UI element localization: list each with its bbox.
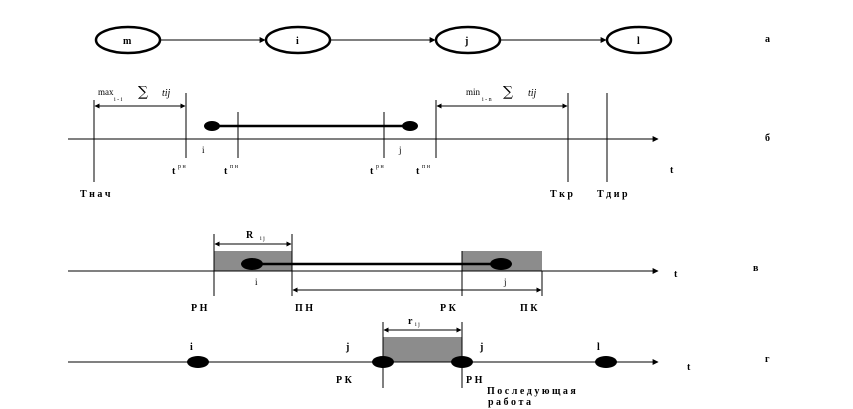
pk-label-v: П К: [520, 303, 538, 314]
event-j-b: [402, 121, 418, 131]
event-i-g-label: i: [190, 342, 193, 353]
r-sub: i j: [415, 322, 420, 328]
r-label: r: [408, 316, 413, 327]
t-rn-i-sup: р н: [178, 164, 187, 170]
min-label: min: [466, 87, 481, 97]
pn-label-v: П Н: [295, 303, 313, 314]
min-sub: i - n: [482, 97, 492, 103]
panel-v-label: в: [753, 263, 759, 274]
axis-t-v: t: [674, 269, 678, 280]
node-l-label: l: [637, 36, 640, 47]
axis-t-g: t: [687, 362, 691, 373]
panel-v: R i j i j Р Н П Н Р К П К t в: [68, 230, 759, 314]
rn-label-g: Р Н: [466, 375, 483, 386]
tij-right: tij: [528, 88, 537, 99]
event-l-g-label: l: [597, 342, 600, 353]
R-label: R: [246, 230, 254, 241]
t-dir-label: Т д и р: [597, 189, 628, 200]
rk-label-v: Р К: [440, 303, 457, 314]
node-m-label: m: [123, 36, 132, 47]
rn-label-v: Р Н: [191, 303, 208, 314]
event-j-b-label: j: [398, 145, 402, 155]
sum-symbol-right: ∑: [503, 84, 513, 100]
node-i-label: i: [296, 36, 299, 47]
sum-symbol-left: ∑: [138, 84, 148, 100]
event-i-b-label: i: [202, 145, 205, 155]
node-j-label: j: [464, 36, 468, 47]
event-j-v: [490, 258, 512, 270]
panel-g: r i j i j j l Р К Р Н П о с л е д у ю щ …: [68, 316, 770, 408]
tij-left: tij: [162, 88, 171, 99]
max-sub: i - i: [114, 97, 123, 103]
t-pn-j-sup: п н: [422, 164, 431, 170]
rk-label-g: Р К: [336, 375, 353, 386]
panel-b: max i - i ∑ tij min i - n ∑ tij i j t р …: [68, 84, 770, 200]
max-label: max: [98, 87, 114, 97]
t-pn-j-label: t: [416, 166, 420, 177]
event-j2-g-label: j: [479, 342, 483, 353]
event-i-v: [241, 258, 263, 270]
next-work-label-1: П о с л е д у ю щ а я: [487, 386, 576, 397]
free-reserve-box: [383, 337, 462, 362]
node-l: [605, 25, 673, 55]
event-i-b: [204, 121, 220, 131]
R-sub: i j: [260, 236, 265, 242]
t-start-label: Т н а ч: [80, 189, 111, 200]
event-j1-g: [372, 356, 394, 368]
next-work-label-2: р а б о т а: [488, 397, 531, 408]
t-pn-i-label: t: [224, 166, 228, 177]
t-rn-j-label: t: [370, 166, 374, 177]
t-pn-i-sup: п н: [230, 164, 239, 170]
panel-b-label: б: [765, 133, 770, 144]
panel-a-label: а: [765, 34, 770, 45]
t-rn-i-label: t: [172, 166, 176, 177]
event-j1-g-label: j: [345, 342, 349, 353]
t-rn-j-sup: р н: [376, 164, 385, 170]
t-kr-label: Т к р: [550, 189, 573, 200]
axis-t-b: t: [670, 165, 674, 176]
panel-g-label: г: [765, 354, 770, 365]
event-j-v-label: j: [503, 277, 507, 287]
panel-a: m i j l а: [94, 25, 770, 55]
event-l-g: [595, 356, 617, 368]
event-i-g: [187, 356, 209, 368]
event-i-v-label: i: [255, 277, 258, 287]
event-j2-g: [451, 356, 473, 368]
